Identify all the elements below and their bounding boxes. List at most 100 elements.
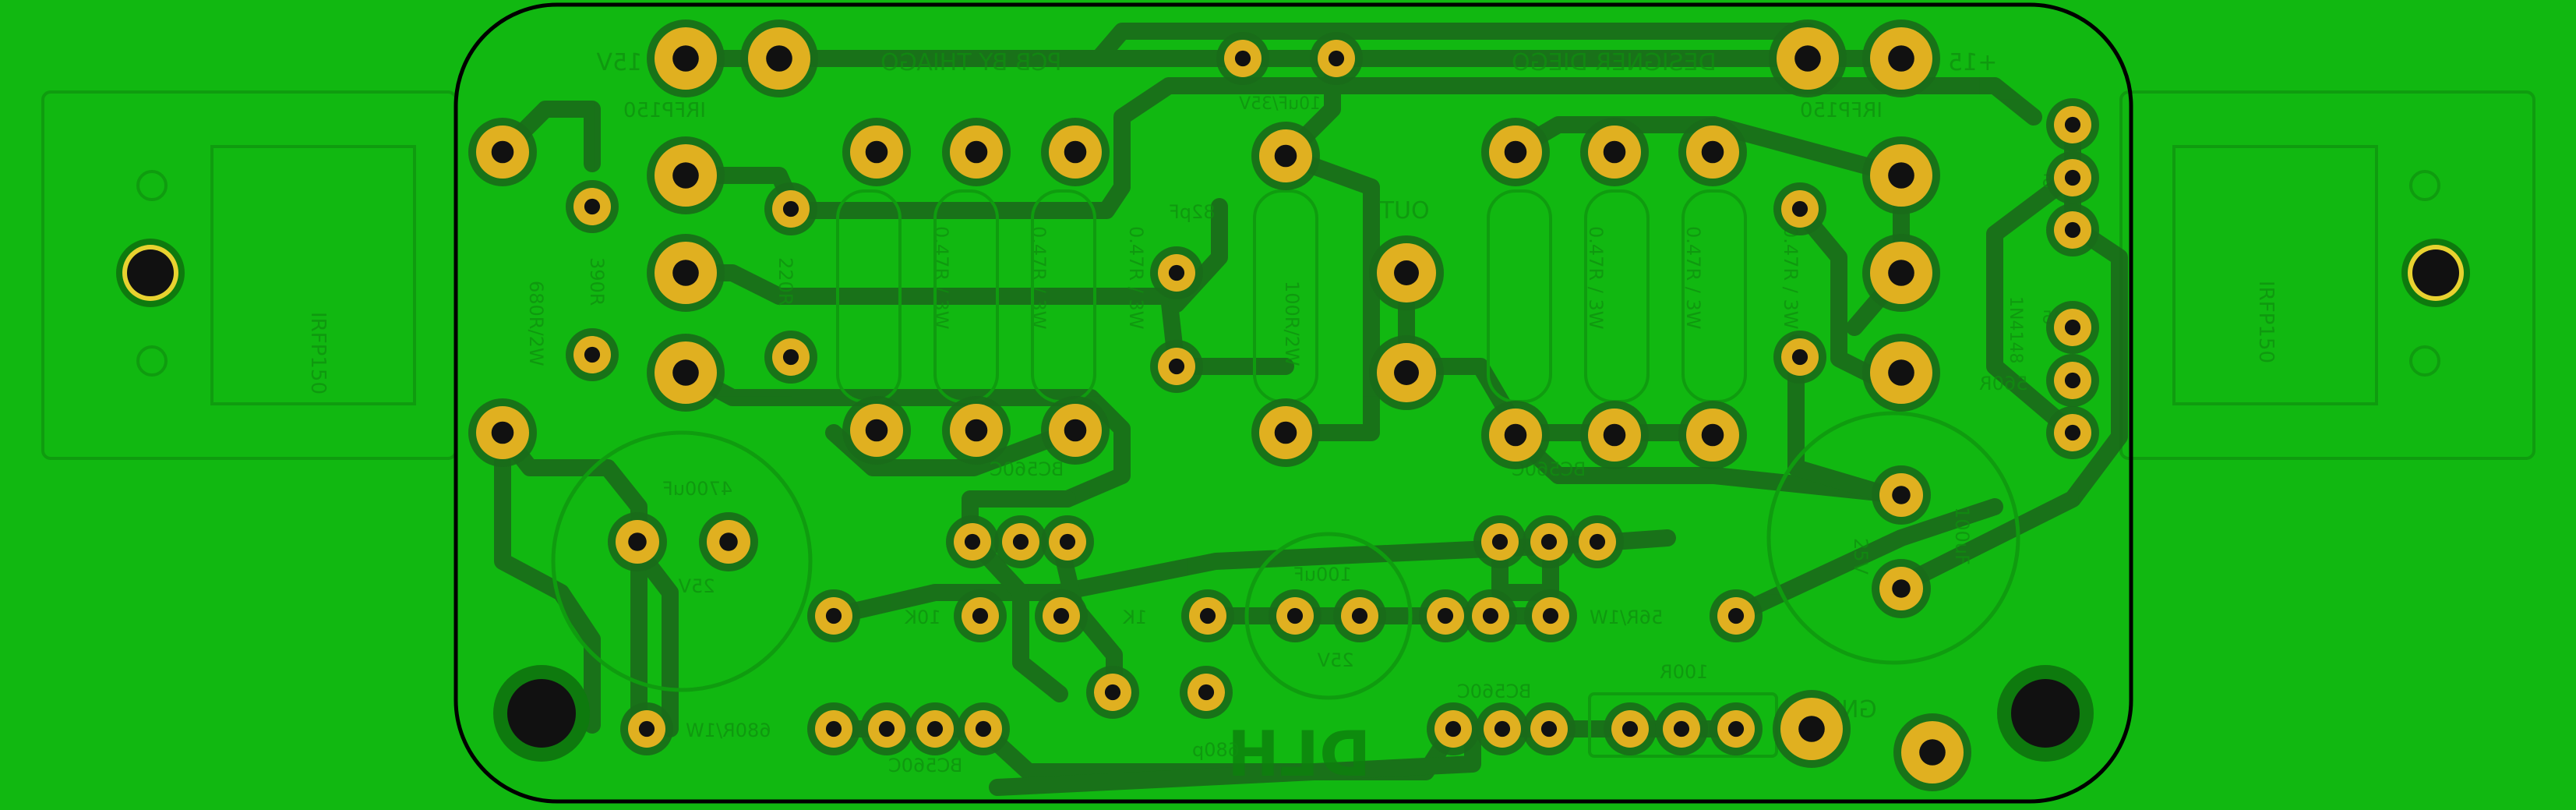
board-title: DLH bbox=[1227, 718, 1371, 791]
drill-hole bbox=[1798, 716, 1825, 742]
silk-cap-9: 100uF bbox=[1951, 507, 1973, 565]
heatsink-left bbox=[41, 90, 457, 460]
drill-hole bbox=[1794, 45, 1821, 72]
drill-hole bbox=[1199, 607, 1216, 624]
silk-res-12: 1K bbox=[1122, 607, 1147, 628]
drill-hole bbox=[964, 533, 981, 550]
silkscreen-layer: PCB BY THIAGO DESIGNER DIEGO 15V +15 GND… bbox=[306, 49, 2278, 791]
drill-hole bbox=[1727, 720, 1745, 737]
silk-out: OUT bbox=[1379, 197, 1430, 225]
drill-hole bbox=[926, 720, 944, 737]
drill-hole bbox=[672, 162, 699, 189]
drill-hole bbox=[2064, 372, 2081, 389]
silk-cap-1: 4700uF bbox=[662, 478, 732, 500]
drill-hole bbox=[1274, 144, 1297, 168]
silk-credit-right: DESIGNER DIEGO bbox=[1512, 49, 1717, 76]
silk-cap-7: 680p bbox=[1192, 739, 1240, 761]
drill-hole bbox=[1491, 533, 1509, 550]
drill-hole bbox=[1168, 358, 1185, 375]
drill-hole bbox=[1603, 423, 1626, 447]
drill-hole bbox=[1888, 260, 1914, 286]
drill-hole bbox=[584, 198, 601, 215]
drill-hole bbox=[1059, 533, 1076, 550]
pads-layer bbox=[468, 19, 2099, 791]
drill-hole bbox=[1394, 260, 1419, 285]
drill-hole bbox=[2064, 424, 2081, 441]
silk-cap-3: 100uF bbox=[1293, 564, 1352, 585]
silk-transistor-3: IRFP150 bbox=[306, 312, 330, 394]
board-outline bbox=[453, 2, 2133, 804]
drill-hole bbox=[1888, 359, 1914, 386]
drill-hole bbox=[638, 720, 655, 737]
drill-hole bbox=[766, 45, 792, 72]
silk-res-11: 10K bbox=[904, 607, 941, 628]
drill-hole bbox=[1603, 140, 1626, 164]
drill-hole bbox=[1351, 607, 1368, 624]
drill-hole bbox=[1328, 50, 1345, 67]
silk-res-10: 100R/2W bbox=[1281, 281, 1303, 366]
silk-cap-6: 10uF/35V bbox=[1239, 94, 1321, 114]
silk-res-8: 390R bbox=[586, 257, 608, 306]
silk-res-4: 0.47R / 3W bbox=[1585, 226, 1607, 329]
drill-hole bbox=[1494, 720, 1511, 737]
drill-hole bbox=[1198, 684, 1215, 701]
silk-cap-5: 82pF bbox=[1169, 201, 1216, 223]
drill-hole bbox=[1012, 533, 1029, 550]
drill-hole bbox=[1621, 720, 1639, 737]
silk-res-7: 680R/2W bbox=[525, 281, 547, 366]
silk-misc-3: 1N4148 bbox=[2006, 296, 2025, 363]
drill-hole bbox=[1064, 140, 1087, 164]
silk-res-9: 220R bbox=[775, 257, 796, 306]
heatsink-right bbox=[2119, 90, 2535, 460]
drill-hole bbox=[672, 260, 699, 286]
drill-hole bbox=[965, 140, 988, 164]
silk-res-6: 0.47R / 3W bbox=[1780, 226, 1801, 329]
drill-hole bbox=[878, 720, 895, 737]
drill-hole bbox=[865, 419, 888, 442]
drill-hole bbox=[1053, 607, 1070, 624]
drill-hole bbox=[825, 607, 842, 624]
drill-hole bbox=[2064, 116, 2081, 133]
silk-cap-4: 25V bbox=[1317, 649, 1354, 671]
drill-hole bbox=[1437, 607, 1454, 624]
drill-hole bbox=[1791, 348, 1808, 366]
mounting-holes bbox=[116, 239, 2470, 762]
drill-hole bbox=[672, 359, 699, 386]
drill-hole bbox=[2064, 169, 2081, 186]
silk-res-15: 680R/1W bbox=[686, 720, 771, 741]
drill-hole bbox=[1727, 607, 1745, 624]
drill-hole bbox=[1919, 739, 1946, 766]
drill-hole bbox=[1542, 607, 1559, 624]
drill-hole bbox=[491, 140, 514, 164]
silk-res-5: 0.47R / 3W bbox=[1682, 226, 1704, 329]
silk-cap-2: 25V bbox=[678, 575, 715, 597]
drill-hole bbox=[965, 419, 988, 442]
drill-hole bbox=[782, 200, 799, 218]
silk-cap-8: 25V bbox=[1850, 538, 1872, 575]
drill-hole bbox=[1888, 45, 1914, 72]
drill-hole bbox=[975, 720, 992, 737]
drill-hole bbox=[2064, 221, 2081, 239]
drill-hole bbox=[782, 348, 799, 366]
drill-hole bbox=[825, 720, 842, 737]
silk-transistor-2: IRFP150 bbox=[1800, 99, 1883, 122]
silk-supply-neg: 15V bbox=[596, 49, 642, 76]
silk-res-14: 100R bbox=[1660, 661, 1708, 683]
drill-hole bbox=[1701, 423, 1724, 447]
drill-hole bbox=[1791, 200, 1808, 218]
drill-hole bbox=[1892, 486, 1911, 504]
drill-hole bbox=[1274, 421, 1297, 444]
drill-hole bbox=[719, 532, 738, 551]
drill-hole bbox=[1064, 419, 1087, 442]
drill-hole bbox=[1892, 579, 1911, 598]
drill-hole bbox=[1673, 720, 1690, 737]
silk-res-3: 0.47R / 3W bbox=[1125, 226, 1147, 329]
silk-res-13: 56R/1W bbox=[1590, 607, 1663, 628]
drill-hole bbox=[1589, 533, 1606, 550]
drill-hole bbox=[972, 607, 989, 624]
drill-hole bbox=[1504, 423, 1527, 447]
drill-hole bbox=[1482, 607, 1499, 624]
silk-transistor-1: IRFP150 bbox=[623, 99, 706, 122]
